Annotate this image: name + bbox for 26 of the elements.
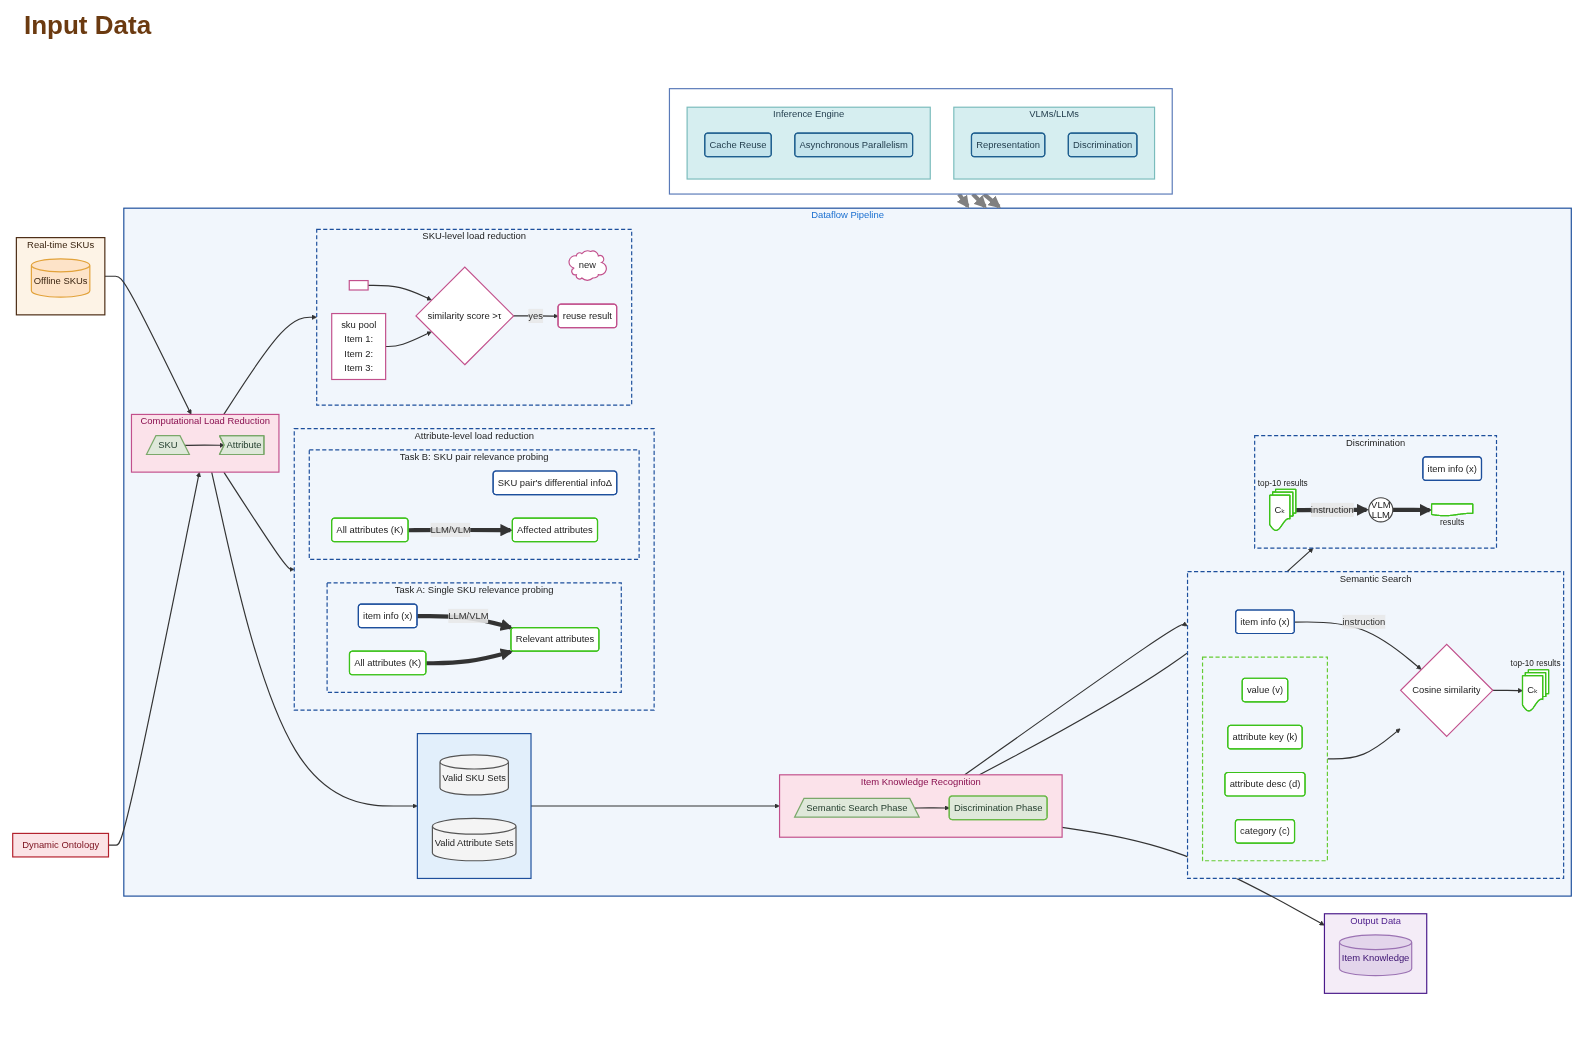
arrow: [914, 805, 950, 811]
arrow: [223, 314, 317, 416]
node-box: sku pool Item 1: Item 2: Item 3:: [331, 312, 387, 381]
arrow: [426, 648, 514, 666]
arrow: [1491, 687, 1524, 694]
edge-label: LLM/VLM: [430, 524, 471, 535]
edge-label: instruction: [1342, 616, 1386, 627]
cluster: [1201, 656, 1328, 862]
section-heading: Input Data: [24, 10, 152, 41]
cluster: [668, 88, 1173, 195]
arrow: [385, 331, 432, 348]
node-circle: VLM LLM: [1368, 497, 1394, 523]
arrow: [104, 275, 192, 415]
node-diamond: similarity score >τ: [415, 266, 515, 366]
node-box: Dynamic Ontology: [12, 832, 110, 858]
node-box: [348, 280, 369, 291]
arrow: [211, 471, 418, 809]
edge-label: yes: [528, 310, 544, 321]
arrow: [964, 621, 1188, 776]
arrow: [367, 284, 432, 301]
edge-label: instruction: [1310, 504, 1354, 515]
edge-label: LLM/VLM: [448, 610, 489, 621]
arrow: [184, 442, 225, 448]
node-diamond: Cosine similarity: [1399, 643, 1494, 738]
arrow: [1392, 503, 1432, 517]
arrow: [223, 471, 295, 572]
